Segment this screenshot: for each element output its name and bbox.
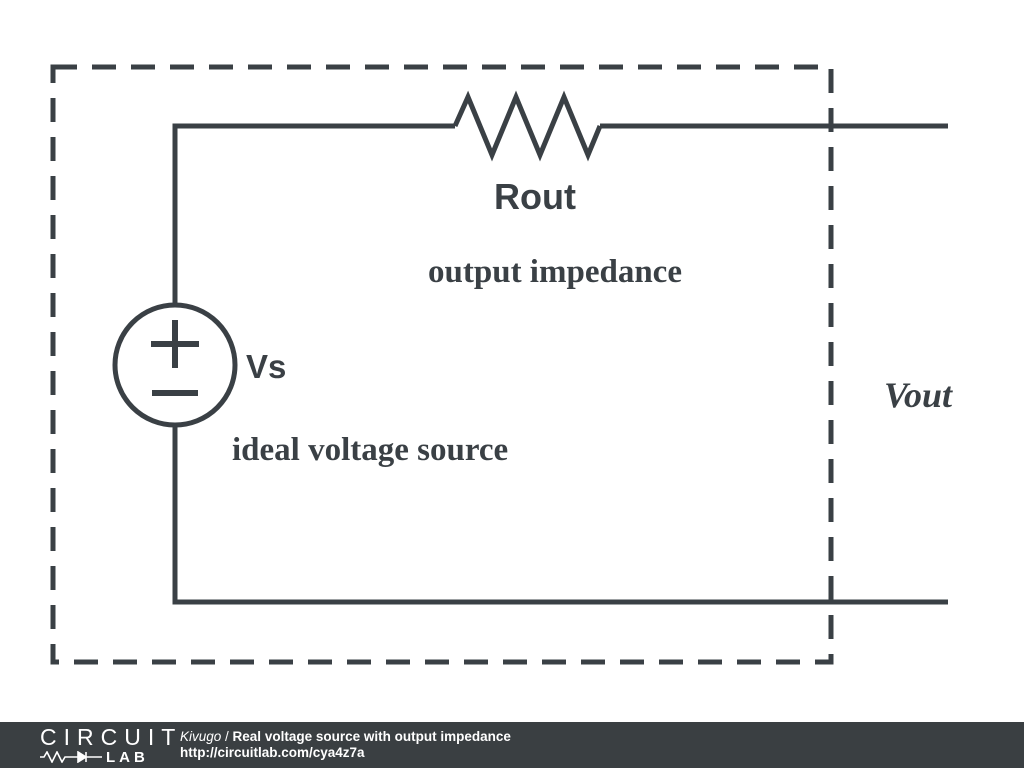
source-label: Vs: [246, 348, 287, 385]
wire-bottom: [172, 425, 948, 605]
separator: /: [221, 729, 233, 744]
schematic-url[interactable]: http://circuitlab.com/cya4z7a: [180, 745, 365, 760]
resistor-diode-icon: [40, 751, 102, 763]
schematic-title-line: Kivugo / Real voltage source with output…: [180, 729, 511, 745]
schematic-meta: Kivugo / Real voltage source with output…: [180, 729, 511, 761]
resistor-description: output impedance: [428, 254, 682, 290]
author-name[interactable]: Kivugo: [180, 729, 222, 744]
output-voltage-label: Vout: [884, 375, 953, 415]
attribution-bar: CIRCUIT LAB Kivugo / Real voltage source…: [0, 722, 1024, 768]
dashed-boundary-box: [50, 64, 834, 665]
plus-sign: [151, 320, 199, 368]
circuitlab-logo-wordmark: CIRCUIT: [40, 723, 183, 750]
resistor-symbol: [452, 90, 603, 162]
resistor-label: Rout: [494, 176, 576, 217]
wire-top-left: [172, 123, 455, 305]
schematic-title[interactable]: Real voltage source with output impedanc…: [232, 729, 511, 744]
source-description: ideal voltage source: [232, 432, 509, 468]
circuitlab-logo[interactable]: CIRCUIT LAB: [0, 723, 183, 766]
voltage-source-symbol: [112, 302, 238, 428]
circuitlab-logo-lab: LAB: [106, 748, 149, 766]
circuit-drawing: [50, 64, 948, 665]
